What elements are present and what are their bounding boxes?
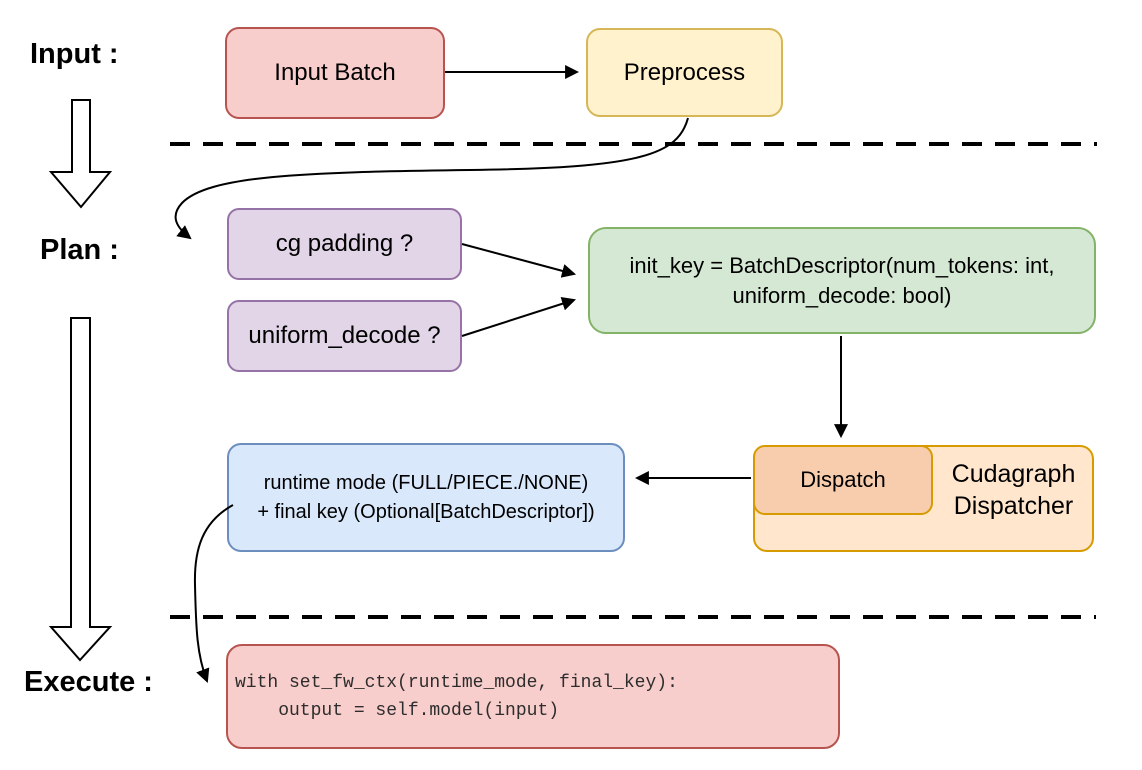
arrow-cg-padding-to-init-key xyxy=(461,243,577,278)
execute-code-line2: output = self.model(input) xyxy=(235,700,560,721)
hollow-arrow-plan-to-execute xyxy=(48,317,113,662)
hollow-arrow-input-to-plan xyxy=(48,99,113,209)
stage-label-execute: Execute : xyxy=(24,666,153,698)
node-uniform-decode: uniform_decode ? xyxy=(227,300,462,372)
node-cudagraph-dispatcher-label: Cudagraph Dispatcher xyxy=(933,458,1094,522)
node-runtime-mode: runtime mode (FULL/PIECE./NONE) + final … xyxy=(227,443,625,552)
stage-label-input: Input : xyxy=(30,38,119,70)
node-init-key: init_key = BatchDescriptor(num_tokens: i… xyxy=(588,227,1096,334)
execute-code-line1: with set_fw_ctx(runtime_mode, final_key)… xyxy=(235,672,678,693)
node-dispatch-label: Dispatch xyxy=(800,467,886,492)
stage-label-plan: Plan : xyxy=(40,234,119,266)
arrow-uniform-decode-to-init-key xyxy=(461,296,576,337)
node-init-key-line2: uniform_decode: bool) xyxy=(732,282,952,308)
node-dispatch: Dispatch xyxy=(753,445,933,515)
node-uniform-decode-label: uniform_decode ? xyxy=(248,322,441,349)
node-runtime-mode-line1: runtime mode (FULL/PIECE./NONE) xyxy=(263,471,589,494)
node-preprocess: Preprocess xyxy=(586,28,783,117)
node-cg-padding-label: cg padding ? xyxy=(275,230,414,257)
node-runtime-mode-line2: + final key (Optional[BatchDescriptor]) xyxy=(257,500,595,523)
cudagraph-dispatcher-line2: Dispatcher xyxy=(953,492,1074,520)
node-input-batch: Input Batch xyxy=(225,27,445,119)
node-preprocess-label: Preprocess xyxy=(623,58,746,86)
node-execute-code: with set_fw_ctx(runtime_mode, final_key)… xyxy=(226,644,840,749)
cudagraph-dispatcher-line1: Cudagraph xyxy=(951,460,1076,488)
node-cg-padding: cg padding ? xyxy=(227,208,462,280)
node-input-batch-label: Input Batch xyxy=(274,59,396,86)
node-init-key-line1: init_key = BatchDescriptor(num_tokens: i… xyxy=(629,252,1055,278)
